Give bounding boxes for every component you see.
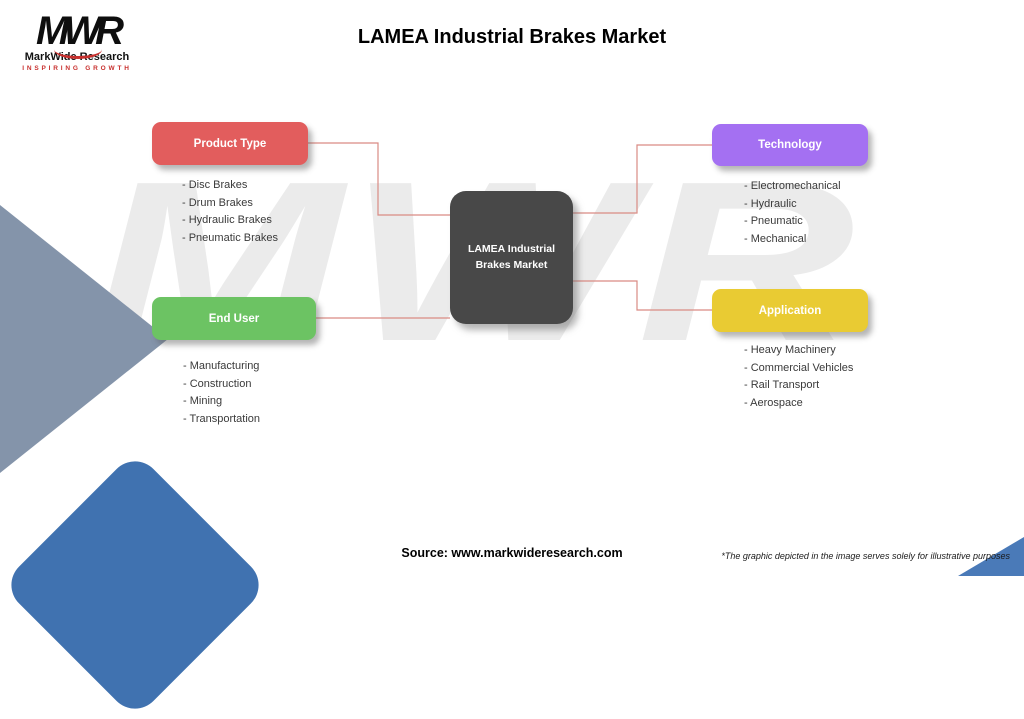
list-item: - Drum Brakes [182,196,253,209]
logo-tagline: INSPIRING GROWTH [22,65,132,72]
product-type-list: - Disc Brakes - Drum Brakes - Hydraulic … [182,177,278,247]
list-item: - Manufacturing [183,360,260,372]
node-product-type-label: Product Type [193,137,267,150]
node-product-type: Product Type [152,122,308,165]
footer-source: Source: www.markwideresearch.com [401,546,623,560]
list-item: - Hydraulic Brakes [182,214,272,226]
application-list: - Heavy Machinery - Commercial Vehicles … [744,342,853,412]
page-title: LAMEA Industrial Brakes Market [357,26,667,48]
list-item: - Pneumatic Brakes [182,231,278,244]
center-node: LAMEA Industrial Brakes Market [450,191,573,324]
node-application: Application [712,289,868,332]
connector-lines [308,142,712,319]
footer-disclaimer: *The graphic depicted in the image serve… [721,551,1010,561]
technology-list: - Electromechanical - Hydraulic - Pneuma… [744,178,841,248]
list-item: - Heavy Machinery [744,344,836,356]
list-item: - Pneumatic [744,215,803,227]
list-item: - Disc Brakes [182,179,248,191]
logo-accent-swoosh [54,40,102,59]
node-end-user: End User [152,297,316,340]
list-item: - Electromechanical [744,180,841,192]
list-item: - Mechanical [744,232,807,245]
node-technology-label: Technology [758,139,822,151]
list-item: - Construction [183,377,252,390]
logo: MWR MarkWide Research INSPIRING GROWTH [22,11,132,72]
list-item: - Transportation [183,412,261,425]
node-end-user-label: End User [208,312,260,325]
center-node-label: LAMEA Industrial Brakes Market [467,242,556,271]
list-item: - Hydraulic [744,197,797,210]
node-technology: Technology [712,124,868,166]
list-item: - Rail Transport [744,379,820,391]
list-item: - Mining [183,395,223,407]
list-item: - Aerospace [744,396,803,409]
node-application-label: Application [758,304,822,317]
list-item: - Commercial Vehicles [744,361,854,374]
end-user-list: - Manufacturing - Construction - Mining … [183,358,260,428]
